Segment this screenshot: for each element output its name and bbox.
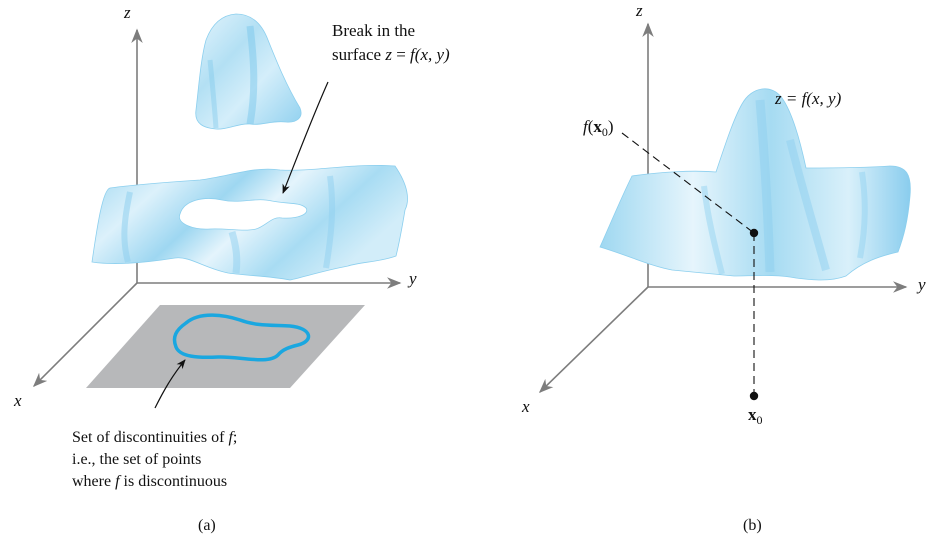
panel-b-y-axis-label: y — [918, 275, 926, 294]
panel-a-lower-surface-shade — [228, 231, 241, 274]
panel-a-x-axis-label: x — [14, 391, 22, 410]
panel-a-discontinuity-curve — [172, 313, 311, 362]
panel-b-fx0-dashed-line — [621, 132, 755, 234]
fx0-f: f — [583, 117, 588, 136]
set-caption3-f: f — [115, 473, 120, 490]
panel-a-y-axis-label: y — [409, 269, 417, 288]
fx0-x: x — [593, 117, 602, 136]
panel-a-set-caption-line3: where f is discontinuous — [72, 472, 227, 492]
panel-b-x0-label: x0 — [748, 405, 763, 426]
fx0-open: ( — [587, 117, 594, 136]
set-caption3-suffix: is discontinuous — [119, 473, 228, 490]
panel-b-x-axis — [538, 286, 649, 394]
set-caption-f: f — [228, 429, 233, 446]
break-label-args: (x, y) — [414, 45, 450, 64]
set-caption3-prefix: where — [72, 473, 116, 490]
fx0-sub: 0 — [601, 125, 608, 139]
panel-a-z-axis-label: z — [124, 3, 131, 22]
set-caption-prefix: Set of discontinuities of — [72, 429, 229, 446]
panel-a-upper-surface — [195, 13, 302, 130]
panel-a-x-axis — [32, 282, 138, 388]
panel-b-surface-shade — [857, 171, 868, 259]
panel-b-surface-shade — [755, 99, 775, 273]
panel-b-fx0-label: f(x0) — [583, 117, 614, 138]
panel-a — [32, 13, 408, 409]
panel-a-set-caption-line2: i.e., the set of points — [72, 451, 202, 468]
panel-b-surface-label: z = f(x, y) — [775, 89, 842, 108]
break-label-eq: = — [391, 45, 411, 64]
panel-a-break-label-line2: surface z = f(x, y) — [332, 46, 450, 63]
panel-a-lower-surface — [91, 165, 408, 281]
panel-a-break-arrow — [282, 81, 329, 194]
panel-a-break-label-line1: Break in the — [332, 21, 416, 40]
panel-b-label: (b) — [743, 517, 762, 534]
x0-x: x — [748, 405, 757, 424]
panel-a-lower-surface-shade — [323, 175, 336, 269]
panel-b-surface-point — [749, 228, 759, 238]
set-caption-suffix: ; — [232, 429, 238, 446]
break-label-f: f — [410, 45, 415, 64]
panel-a-label: (a) — [198, 517, 216, 534]
panel-b — [538, 22, 911, 401]
panel-a-lower-surface-shade — [121, 191, 133, 263]
panel-b-surface — [599, 88, 911, 281]
panel-a-upper-surface-shade — [207, 59, 219, 129]
panel-a-upper-surface-shade — [246, 25, 258, 125]
panel-b-z-axis-label: z — [636, 1, 643, 20]
x0-sub: 0 — [756, 413, 763, 427]
panel-a-set-arrow — [154, 359, 186, 409]
fx0-close: ) — [607, 117, 614, 136]
break-label-z: z — [385, 45, 392, 64]
panel-b-x0-point — [749, 391, 759, 401]
panel-a-set-caption-line1: Set of discontinuities of f; — [72, 428, 237, 448]
panel-b-x-axis-label: x — [522, 397, 530, 416]
panel-b-surface-shade — [786, 139, 830, 272]
break-label-prefix: surface — [332, 45, 386, 64]
